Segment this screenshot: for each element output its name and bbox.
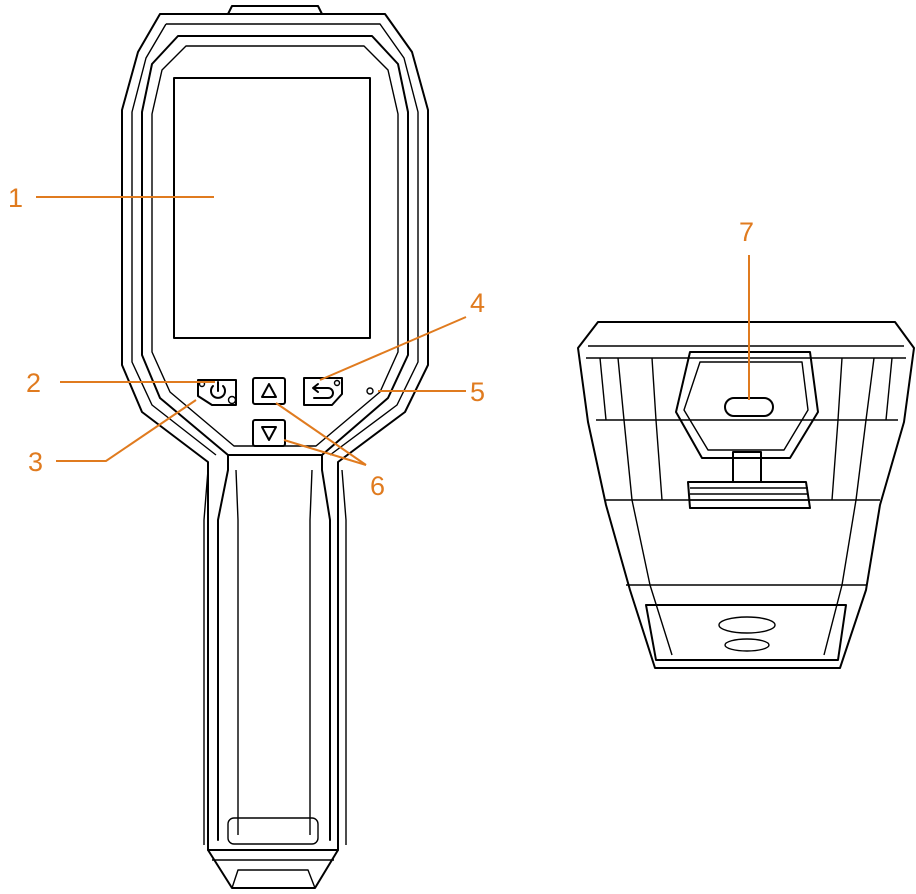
port-cover [675, 351, 819, 459]
indicator-light [366, 387, 374, 395]
up-button[interactable] [252, 377, 286, 405]
callout-label-7: 7 [739, 217, 754, 247]
down-arrow-icon [261, 426, 277, 441]
callout-leader-3 [56, 399, 197, 462]
down-button[interactable] [252, 419, 286, 447]
back-button[interactable] [303, 377, 343, 406]
back-icon [312, 383, 334, 399]
callout-label-4: 4 [470, 288, 485, 318]
callout-label-2: 2 [26, 368, 41, 398]
callout-leader-4 [319, 316, 467, 381]
callout-label-1: 1 [8, 183, 23, 213]
bezel [141, 35, 409, 456]
latch-ridges [690, 487, 808, 501]
callout-leader-6a [275, 402, 367, 466]
callout-label-3: 3 [28, 447, 43, 477]
callouts: 1 2 3 4 5 6 7 [8, 183, 754, 501]
front-view [121, 5, 429, 889]
top-housing-outline [577, 321, 915, 669]
top-view [577, 321, 915, 669]
up-arrow-icon [261, 383, 277, 398]
callout-label-6: 6 [370, 471, 385, 501]
callout-leader-6b [283, 439, 367, 466]
screen [173, 77, 371, 339]
housing-outline [121, 13, 429, 889]
callout-label-5: 5 [470, 377, 485, 407]
power-button[interactable] [197, 379, 237, 406]
power-icon [210, 381, 226, 399]
usb-port [724, 397, 774, 417]
handle-grip-pad [227, 817, 319, 845]
